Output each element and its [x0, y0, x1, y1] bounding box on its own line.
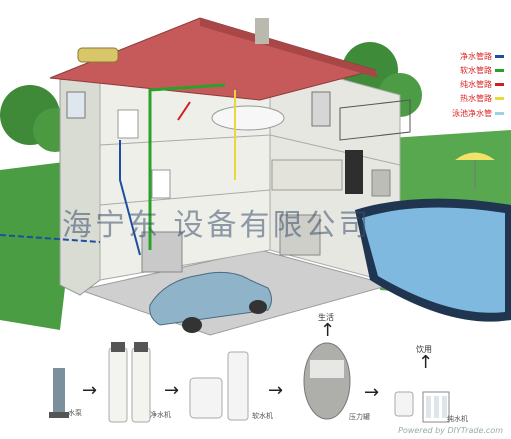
label-pump: 水泵: [68, 409, 82, 417]
legend-swatch: [495, 68, 504, 72]
flow-arrow-right: →: [164, 380, 180, 401]
label-purifier: 净水机: [150, 411, 171, 419]
roof-ridge: [200, 18, 378, 78]
pipe-ground: [0, 234, 101, 243]
label-drinking: 饮用: [416, 345, 432, 354]
legend-swatch: [495, 111, 504, 115]
solar-water-heater: [77, 47, 119, 63]
label-softener: 软水机: [252, 412, 273, 420]
label-life-use: 生活: [318, 313, 334, 322]
legend-label: 纯水管路: [460, 80, 492, 90]
process-pump: [49, 368, 69, 418]
legend-label: 净水管路: [460, 51, 492, 61]
pipe-legend: 净水管路 软水管路 纯水管路 热水管路 泳池净水管: [414, 50, 504, 121]
flow-arrow-up: ↑: [320, 320, 336, 341]
label-pressure-tank: 压力罐: [349, 413, 370, 421]
legend-label: 泳池净水管: [452, 108, 492, 118]
flow-arrow-right: →: [268, 380, 284, 401]
pipe-pure-water: [177, 101, 191, 121]
site-credit: Powered by DIYTrade.com: [398, 426, 503, 435]
toilet-upper: [117, 109, 139, 139]
balcony: [339, 99, 411, 141]
basement-tanks: [141, 231, 183, 273]
legend-swatch: [495, 54, 504, 58]
refrigerator: [345, 150, 363, 194]
floor-line-2: [99, 189, 271, 206]
legend-item: 热水管路: [414, 93, 504, 105]
water-heater-cabinet: [371, 169, 391, 197]
legend-item: 软水管路: [414, 64, 504, 76]
legend-item: 泳池净水管: [414, 107, 504, 119]
company-watermark: 海宁东 设备有限公司: [62, 208, 372, 243]
chimney: [255, 18, 269, 44]
process-softener: [189, 351, 249, 421]
toilet-lower: [151, 169, 171, 199]
floor-line-3: [269, 134, 401, 166]
pipe-soft-water: [148, 83, 226, 250]
flow-arrow-right: →: [364, 382, 380, 403]
flow-arrow-right: →: [82, 380, 98, 401]
umbrella: [455, 152, 495, 160]
kitchen-counter: [271, 159, 343, 191]
floor-line-1: [99, 134, 271, 146]
bathtub: [211, 105, 285, 131]
car: [149, 271, 272, 333]
label-ro-unit: 纯水机: [447, 415, 468, 423]
legend-label: 软水管路: [460, 65, 492, 75]
flow-arrow-up: ↑: [418, 352, 434, 373]
legend-label: 热水管路: [460, 94, 492, 104]
legend-item: 纯水管路: [414, 79, 504, 91]
process-pressure-tank: [303, 342, 351, 420]
process-purifier: [108, 342, 151, 423]
legend-swatch: [495, 83, 504, 87]
legend-item: 净水管路: [414, 50, 504, 62]
basement-cabinet: [279, 214, 321, 256]
process-ro-unit: [394, 391, 450, 423]
window-left: [66, 91, 86, 119]
pipe-clean-water: [119, 140, 141, 256]
door-right: [311, 91, 331, 127]
legend-swatch: [495, 97, 504, 101]
pool-water: [362, 207, 505, 313]
